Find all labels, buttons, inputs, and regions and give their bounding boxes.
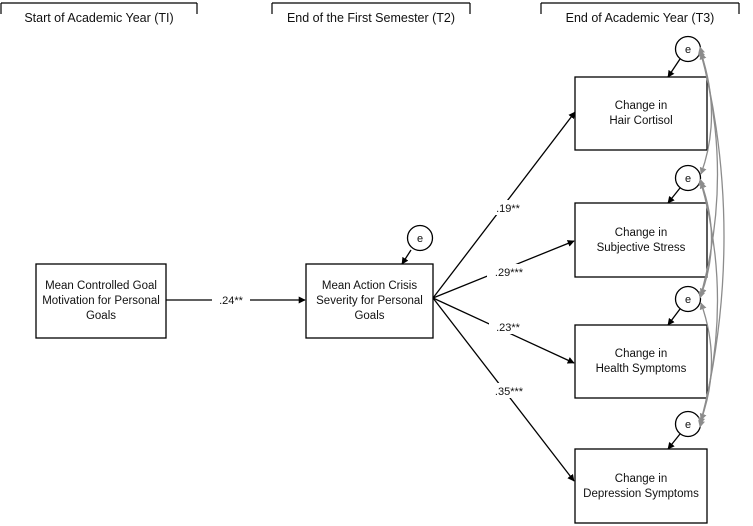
coef-crisis-depression: .35*** — [487, 383, 531, 398]
header-t2-label: End of the First Semester (T2) — [287, 11, 455, 25]
header-t3-label: End of Academic Year (T3) — [566, 11, 715, 25]
box-health: Change in Health Symptoms — [574, 324, 708, 399]
header-t1: Start of Academic Year (TI) — [0, 2, 198, 25]
box-motivation-line1: Mean Controlled Goal — [45, 280, 157, 292]
box-cortisol-line2: Hair Cortisol — [609, 115, 672, 127]
box-cortisol: Change in Hair Cortisol — [574, 76, 708, 151]
error-depression: e — [667, 410, 702, 450]
header-t3: End of Academic Year (T3) — [540, 2, 740, 25]
coef-crisis-stress-label: .29*** — [495, 267, 524, 279]
box-stress-line1: Change in — [615, 227, 667, 239]
coef-crisis-cortisol: .19** — [489, 200, 527, 215]
error-cortisol: e — [667, 35, 702, 78]
coef-crisis-stress: .29*** — [487, 264, 531, 279]
box-crisis: Mean Action Crisis Severity for Personal… — [305, 263, 434, 339]
box-crisis-line1: Mean Action Crisis — [322, 280, 417, 292]
coef-crisis-health: .23** — [489, 319, 527, 334]
box-depression: Change in Depression Symptoms — [574, 448, 708, 524]
coef-crisis-cortisol-label: .19** — [496, 203, 521, 215]
header-t2: End of the First Semester (T2) — [271, 2, 471, 25]
cov-cortisol-depression — [698, 46, 725, 428]
box-depression-line2: Depression Symptoms — [583, 488, 699, 500]
error-cortisol-label: e — [685, 44, 691, 56]
coef-motivation-crisis: .24** — [212, 292, 250, 307]
box-motivation: Mean Controlled Goal Motivation for Pers… — [35, 263, 167, 339]
coef-crisis-health-label: .23** — [496, 322, 521, 334]
error-health-label: e — [685, 294, 691, 306]
box-stress: Change in Subjective Stress — [574, 202, 708, 278]
error-crisis-label: e — [417, 233, 423, 245]
box-cortisol-line1: Change in — [615, 100, 667, 112]
header-t1-label: Start of Academic Year (TI) — [24, 11, 173, 25]
error-stress: e — [667, 164, 702, 204]
box-health-line1: Change in — [615, 348, 667, 360]
box-motivation-line2: Motivation for Personal — [42, 295, 160, 307]
box-crisis-line3: Goals — [354, 310, 384, 322]
box-stress-line2: Subjective Stress — [597, 242, 686, 254]
box-depression-line1: Change in — [615, 473, 667, 485]
residual-covariances — [698, 46, 725, 428]
error-depression-label: e — [685, 419, 691, 431]
error-crisis: e — [401, 224, 434, 265]
box-motivation-line3: Goals — [86, 310, 116, 322]
box-crisis-line2: Severity for Personal — [316, 295, 423, 307]
box-health-line2: Health Symptoms — [596, 363, 687, 375]
error-stress-label: e — [685, 173, 691, 185]
coef-motivation-crisis-label: .24** — [219, 295, 244, 307]
error-health: e — [667, 285, 702, 326]
coef-crisis-depression-label: .35*** — [495, 386, 524, 398]
